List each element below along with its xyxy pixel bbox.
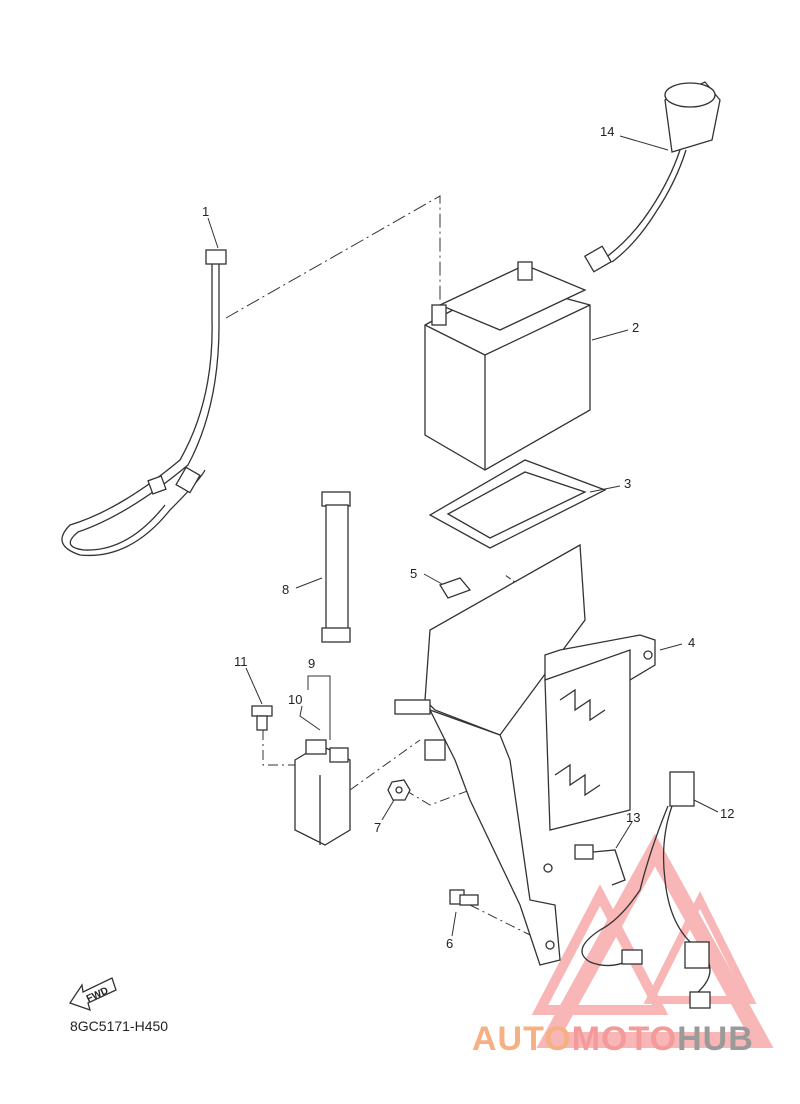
callout-1: 1: [202, 204, 209, 219]
callout-numbers: 1 2 3 4 5 6 7 8 9 10 11 12 13 14: [202, 124, 734, 951]
watermark-moto: MOTO: [571, 1020, 678, 1058]
battery-band: [321, 491, 351, 643]
callout-2: 2: [632, 320, 639, 335]
callout-leaders: [207, 135, 719, 937]
battery-box: [394, 543, 656, 966]
wire-harness: [61, 249, 227, 557]
battery: [424, 261, 591, 471]
callout-4: 4: [688, 635, 695, 650]
callout-9: 9: [308, 656, 315, 671]
watermark-auto: AUTO: [472, 1020, 572, 1058]
small-pad: [439, 577, 472, 599]
callout-13: 13: [626, 810, 640, 825]
watermark-hub: HUB: [677, 1020, 754, 1058]
bolt-11: [251, 705, 273, 731]
battery-pad: [428, 459, 607, 549]
watermark-text: AUTOMOTOHUB: [472, 1020, 754, 1059]
nut-7: [387, 779, 411, 801]
dc-socket: [583, 81, 721, 273]
fwd-label: FWD: [85, 985, 110, 1005]
callout-11: 11: [234, 654, 248, 669]
callout-6: 6: [446, 936, 453, 951]
callout-7: 7: [374, 820, 381, 835]
lead-wire-12: [581, 771, 711, 1009]
starter-relay: [294, 739, 351, 846]
connector-13: [574, 844, 626, 886]
bolt-6: [449, 889, 479, 906]
callout-3: 3: [624, 476, 631, 491]
callout-12: 12: [720, 806, 734, 821]
watermark-logo: [531, 833, 774, 1048]
diagram-code: 8GC5171-H450: [70, 1018, 169, 1034]
callout-8: 8: [282, 582, 289, 597]
callout-10: 10: [288, 692, 302, 707]
fwd-arrow: FWD: [68, 977, 117, 1012]
callout-5: 5: [410, 566, 417, 581]
callout-14: 14: [600, 124, 614, 139]
